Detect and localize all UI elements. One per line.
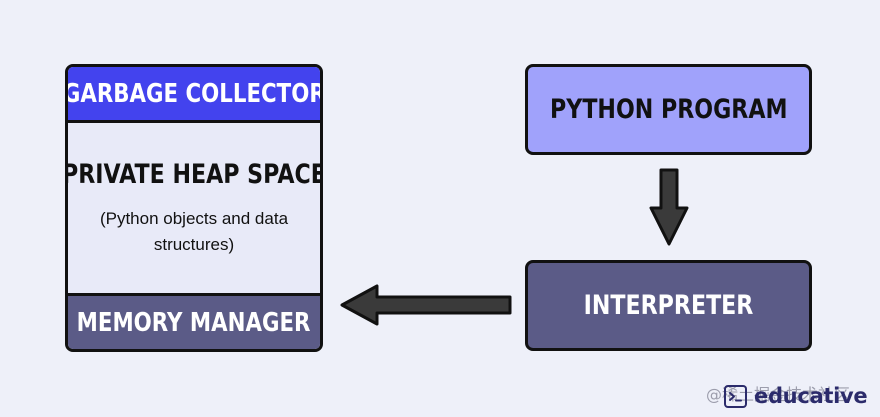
garbage-collector-label: GARBAGE COLLECTOR: [65, 78, 323, 109]
python-program-box: PYTHON PROGRAM: [525, 64, 812, 155]
terminal-icon: [724, 384, 747, 408]
memory-manager-label: MEMORY MANAGER: [77, 307, 311, 338]
heap-subtitle: (Python objects and data structures): [99, 208, 289, 254]
heap-title: PRIVATE HEAP SPACE: [65, 158, 323, 190]
left-arrow: [340, 284, 512, 326]
down-arrow: [649, 168, 689, 246]
python-program-label: PYTHON PROGRAM: [549, 94, 788, 125]
memory-stack: GARBAGE COLLECTOR PRIVATE HEAP SPACE (Py…: [65, 64, 323, 352]
interpreter-box: INTERPRETER: [525, 260, 812, 351]
memory-manager-band: MEMORY MANAGER: [68, 293, 320, 349]
logo-text: educative: [754, 384, 868, 408]
garbage-collector-band: GARBAGE COLLECTOR: [68, 67, 320, 123]
educative-logo: educative: [724, 384, 868, 408]
interpreter-label: INTERPRETER: [583, 290, 754, 321]
private-heap-space: PRIVATE HEAP SPACE (Python objects and d…: [68, 123, 320, 299]
